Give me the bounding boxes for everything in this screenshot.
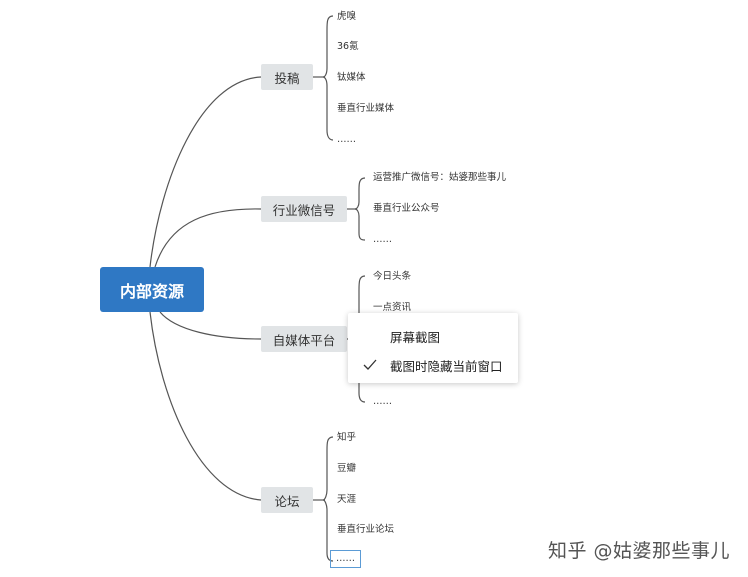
connector-zimeiti xyxy=(159,311,262,340)
leaf-more-luntan-selected[interactable]: …… xyxy=(330,550,361,568)
leaf-yunying-weixin[interactable]: 运营推广微信号：姑婆那些事儿 xyxy=(373,172,507,183)
leaf-huxiu[interactable]: 虎嗅 xyxy=(337,11,357,22)
leaf-more-weixin[interactable]: …… xyxy=(373,234,392,245)
menu-item-screenshot[interactable]: 屏幕截图 xyxy=(390,330,441,345)
leaf-more-zimeiti[interactable]: …… xyxy=(373,396,392,407)
watermark: 知乎 @姑婆那些事儿 xyxy=(547,540,730,562)
connector-luntan xyxy=(149,311,262,501)
connector-tougao xyxy=(149,76,262,268)
leaf-douban[interactable]: 豆瓣 xyxy=(337,463,357,474)
menu-item-hide-window[interactable]: 截图时隐藏当前窗口 xyxy=(390,359,503,374)
leaf-toutiao[interactable]: 今日头条 xyxy=(373,271,412,282)
leaf-chuizhi-luntan[interactable]: 垂直行业论坛 xyxy=(337,524,395,535)
leaf-36kr[interactable]: 36氪 xyxy=(337,41,359,52)
leaf-yidian[interactable]: 一点资讯 xyxy=(373,302,412,313)
branch-weixin[interactable]: 行业微信号 xyxy=(261,196,347,222)
branch-tougao[interactable]: 投稿 xyxy=(261,64,313,90)
checkmark-icon xyxy=(363,359,377,370)
leaf-tianya[interactable]: 天涯 xyxy=(337,494,357,505)
context-menu: 屏幕截图 截图时隐藏当前窗口 xyxy=(348,313,518,383)
leaf-chuizhi-gongzhonghao[interactable]: 垂直行业公众号 xyxy=(373,203,440,214)
branch-zimeiti[interactable]: 自媒体平台 xyxy=(261,326,347,352)
central-topic[interactable]: 内部资源 xyxy=(100,267,204,312)
leaf-zhihu[interactable]: 知乎 xyxy=(337,432,357,443)
leaf-taimeiti[interactable]: 钛媒体 xyxy=(337,72,366,83)
leaf-more-tougao[interactable]: …… xyxy=(337,134,356,145)
branch-luntan[interactable]: 论坛 xyxy=(261,487,313,513)
connector-weixin xyxy=(154,208,262,268)
leaf-chuizhi-meiti[interactable]: 垂直行业媒体 xyxy=(337,103,395,114)
